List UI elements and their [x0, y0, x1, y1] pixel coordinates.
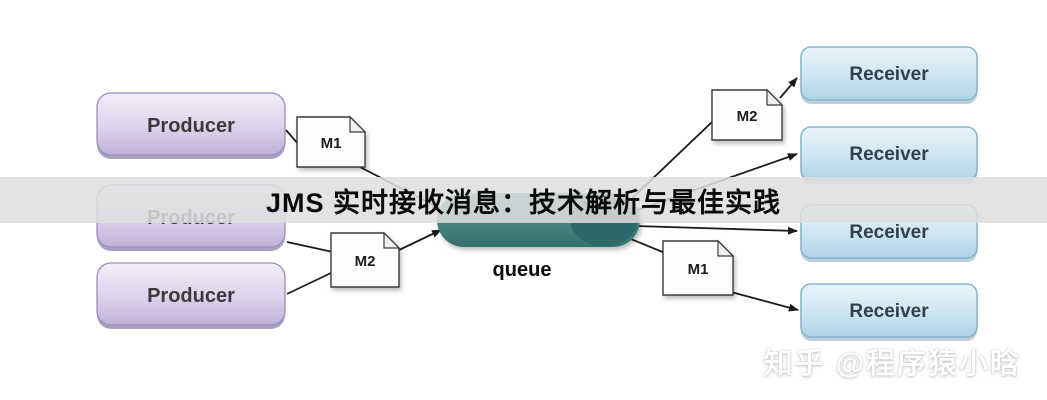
message-icon-m1-right: M1: [662, 239, 735, 296]
message-label: M1: [321, 135, 342, 152]
receiver-box-2: Receiver: [800, 126, 978, 184]
title-banner: JMS 实时接收消息：技术解析与最佳实践: [0, 177, 1047, 223]
message-icon-m2-left: M2: [330, 231, 401, 288]
connector-producer2-m2: [286, 241, 334, 253]
receiver-box-4: Receiver: [800, 283, 978, 341]
connector-m2-queue: [398, 229, 442, 251]
message-label: M2: [355, 253, 376, 270]
message-icon-m1-left: M1: [296, 115, 367, 168]
banner-title: JMS 实时接收消息：技术解析与最佳实践: [265, 187, 782, 218]
message-label: M1: [688, 261, 709, 278]
watermark-text: 知乎 @程序猿小晗: [763, 348, 1021, 380]
connector-m2r-receiver1: [779, 77, 798, 99]
producer-label: Producer: [147, 285, 235, 307]
producer-label: Producer: [147, 115, 235, 137]
connector-m1r-receiver4: [730, 291, 799, 312]
connector-queue-receiver3: [635, 225, 798, 235]
receiver-label: Receiver: [849, 144, 929, 165]
receiver-label: Receiver: [849, 64, 929, 85]
connector-queue-m1r: [625, 236, 666, 254]
watermark: 知乎 @程序猿小晗: [764, 340, 1021, 382]
message-label: M2: [737, 108, 758, 125]
connector-producer3-m2: [286, 271, 334, 295]
receiver-box-1: Receiver: [800, 46, 978, 104]
producer-box-3: Producer: [96, 262, 286, 329]
queue-label: queue: [493, 259, 552, 281]
producer-box-1: Producer: [96, 92, 286, 159]
receiver-label: Receiver: [849, 301, 929, 322]
receiver-label: Receiver: [849, 222, 929, 243]
message-icon-m2-right: M2: [711, 88, 784, 141]
